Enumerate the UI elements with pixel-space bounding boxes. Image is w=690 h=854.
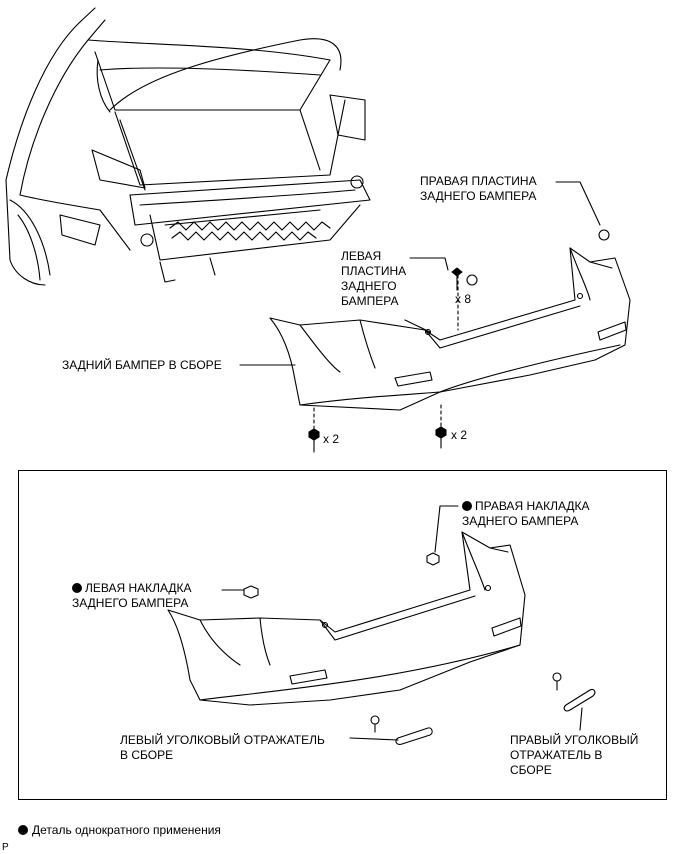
leader-line	[579, 707, 583, 731]
bumper-assembly-label: ЗАДНИЙ БАМПЕР В СБОРЕ	[62, 358, 222, 372]
left-reflector-icon	[395, 727, 433, 745]
left-cover-part-icon	[243, 585, 259, 599]
bullet-dot-icon	[462, 500, 472, 511]
right-cover-label: ПРАВАЯ НАКЛАДКА ЗАДНЕГО БАМПЕРА	[462, 499, 590, 528]
inset-bumper-drawing	[167, 531, 526, 706]
right-plate-label: ПРАВАЯ ПЛАСТИНА ЗАДНЕГО БАМПЕРА	[420, 174, 537, 203]
vehicle-rear-illustration	[5, 7, 371, 286]
leader-line	[404, 319, 431, 333]
right-reflector-label: ПРАВЫЙ УГОЛКОВЫЙ ОТРАЖАТЕЛЬ В СБОРЕ	[510, 733, 639, 777]
right-reflector-icon	[563, 688, 596, 712]
left-screw-quantity: x 2	[323, 432, 340, 446]
legend: Деталь однократного применения	[18, 823, 221, 838]
legend-text: Деталь однократного применения	[32, 823, 221, 837]
clip-quantity: x 8	[455, 292, 472, 306]
bullet-dot-icon	[18, 824, 28, 835]
figure-code: P	[2, 842, 9, 853]
right-screw-quantity: x 2	[451, 428, 468, 442]
left-reflector-label: ЛЕВЫЙ УГОЛКОВЫЙ ОТРАЖАТЕЛЬ В СБОРЕ	[120, 733, 325, 762]
leader-line	[434, 505, 459, 553]
left-plate-label: ЛЕВАЯ ПЛАСТИНА ЗАДНЕГО БАМПЕРА	[341, 249, 407, 308]
bullet-dot-icon	[72, 582, 82, 593]
screw-fastener-icon	[308, 426, 447, 453]
leader-line	[349, 737, 399, 741]
clip-fastener-icon	[451, 229, 610, 291]
leader-line	[409, 257, 449, 271]
right-cover-part-icon	[426, 552, 440, 566]
left-cover-label: ЛЕВАЯ НАКЛАДКА ЗАДНЕГО БАМПЕРА	[72, 581, 192, 610]
leader-line	[555, 181, 601, 226]
rear-bumper-assembly-drawing	[269, 247, 631, 431]
inset-frame	[18, 470, 667, 800]
